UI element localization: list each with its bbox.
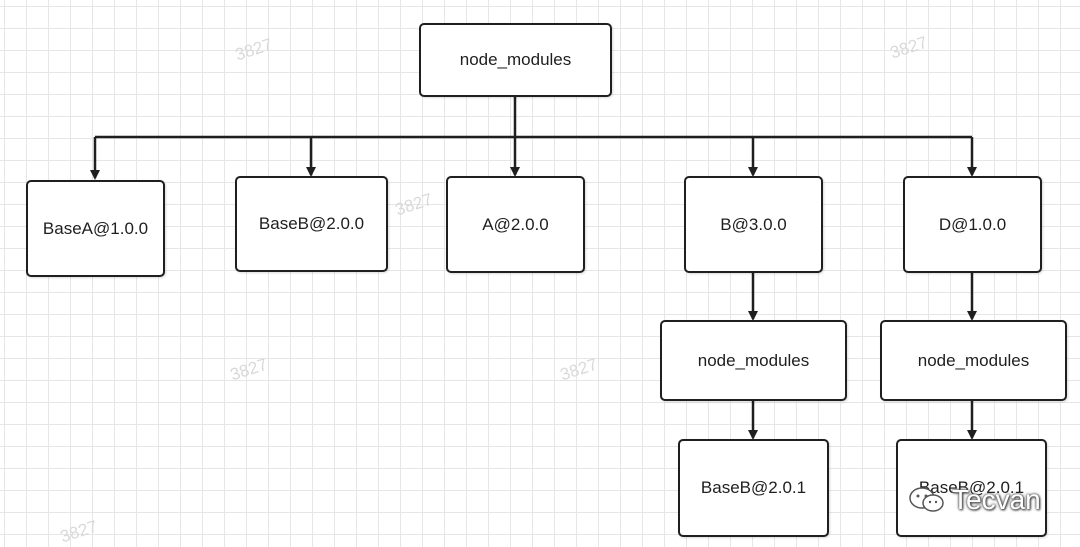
root-node-modules-box: node_modules: [419, 23, 612, 97]
base-a-box: BaseA@1.0.0: [26, 180, 165, 277]
wechat-icon: [908, 485, 946, 515]
brand-text: Tecvan: [952, 484, 1041, 515]
b-node-modules-box: node_modules: [660, 320, 847, 401]
base-b-box: BaseB@2.0.0: [235, 176, 388, 272]
a-box: A@2.0.0: [446, 176, 585, 273]
b-base-b-box: BaseB@2.0.1: [678, 439, 829, 537]
d-box: D@1.0.0: [903, 176, 1042, 273]
b-box: B@3.0.0: [684, 176, 823, 273]
d-base-b-box: BaseB@2.0.1: [896, 439, 1047, 537]
brand-badge: Tecvan: [908, 480, 1041, 520]
d-node-modules-box: node_modules: [880, 320, 1067, 401]
